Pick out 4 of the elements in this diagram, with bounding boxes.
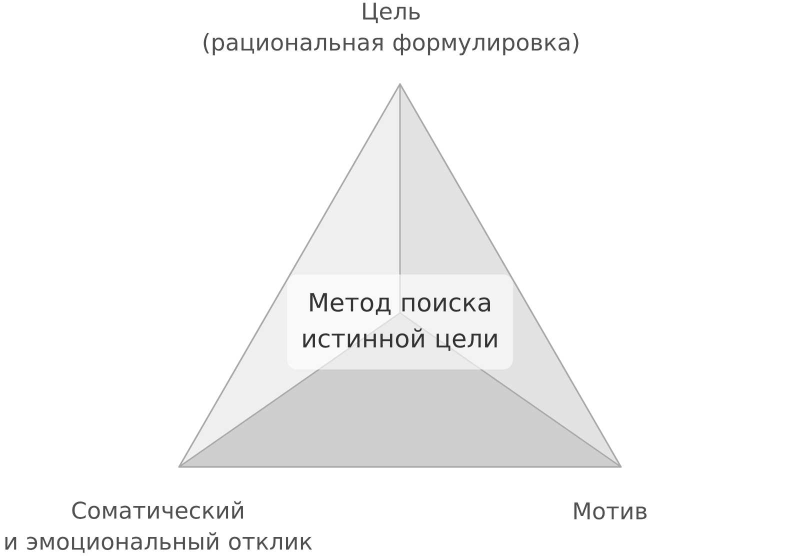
vertex-label: Мотив <box>574 502 647 520</box>
vertex-label: Цель (рациональная формулировка) <box>204 2 578 56</box>
vertex-label: Соматический и эмоциональный отклик <box>5 501 312 553</box>
label-box: Метод поиска истинной цели <box>287 274 513 370</box>
